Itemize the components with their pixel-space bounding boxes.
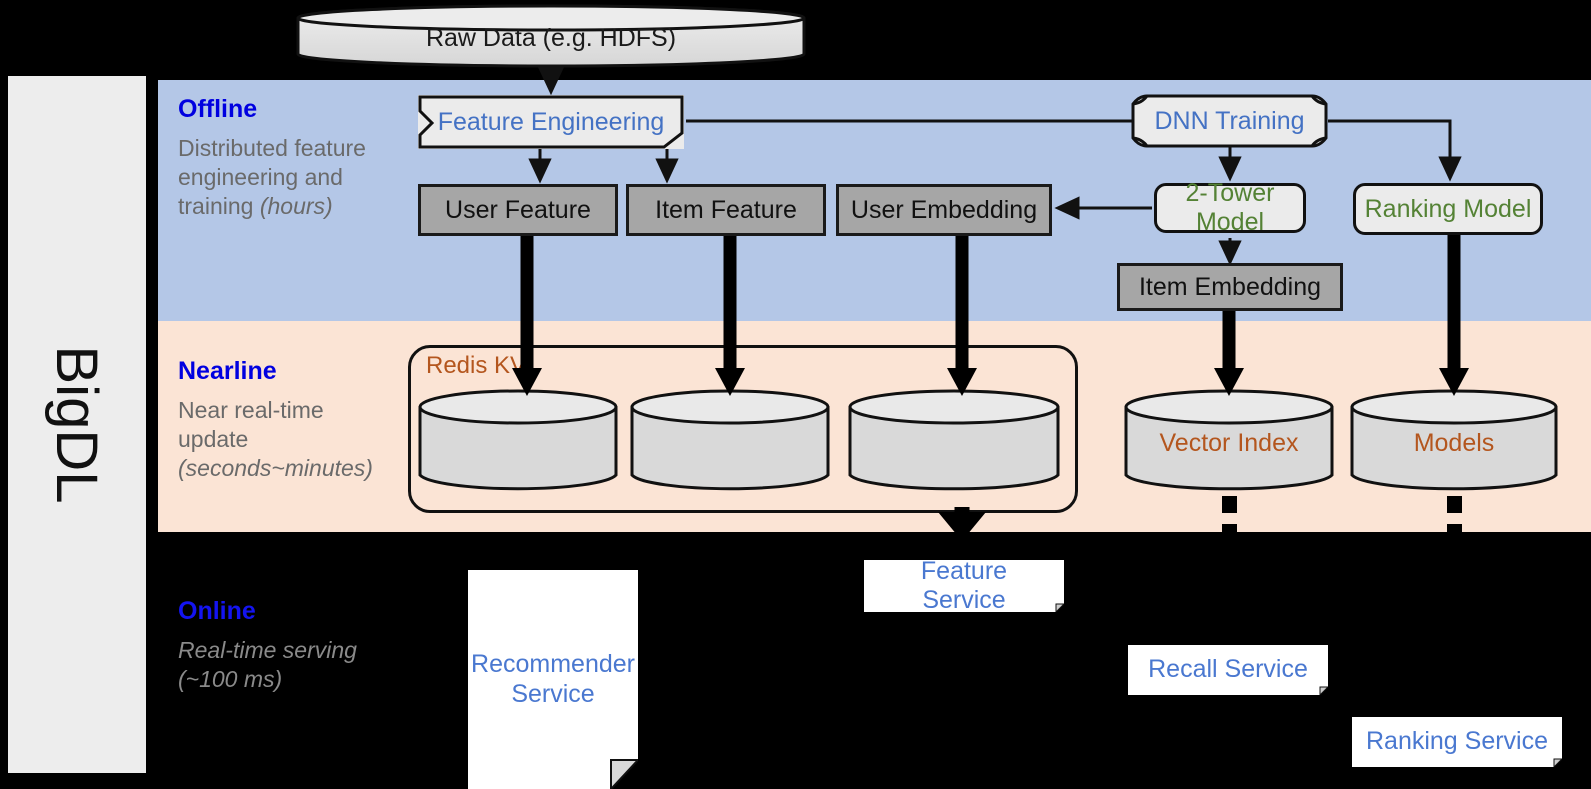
online-subtitle: Real-time serving (~100 ms) <box>178 636 393 694</box>
feature-engineering-label: Feature Engineering <box>437 107 665 136</box>
recommender-service-node[interactable]: Recommender Service <box>468 570 638 789</box>
item-feature-node[interactable]: Item Feature <box>626 184 826 236</box>
redis-cylinder-item-feature[interactable] <box>630 389 830 493</box>
nearline-caption: Nearline Near real-time update (seconds~… <box>178 357 393 484</box>
online-subtitle-em: (~100 ms) <box>178 665 283 692</box>
redis-kv-label: Redis KV <box>426 352 527 379</box>
ranking-model-label: Ranking Model <box>1364 194 1532 223</box>
online-subtitle-main: Real-time serving <box>178 636 357 663</box>
offline-title: Offline <box>178 95 258 123</box>
two-tower-model-node[interactable]: 2-Tower Model <box>1154 179 1306 236</box>
user-feature-node[interactable]: User Feature <box>418 184 618 236</box>
recall-service-node[interactable]: Recall Service <box>1128 645 1328 695</box>
nearline-subtitle-em: (seconds~minutes) <box>178 454 373 481</box>
models-cylinder[interactable]: Models <box>1350 389 1558 493</box>
nearline-title: Nearline <box>178 357 277 385</box>
offline-subtitle: Distributed feature engineering and trai… <box>178 134 393 222</box>
redis-cylinder-user-feature[interactable] <box>418 389 618 493</box>
dnn-training-node[interactable]: DNN Training <box>1131 94 1328 148</box>
bigdl-label: BigDL <box>44 345 110 504</box>
item-embedding-node[interactable]: Item Embedding <box>1117 263 1343 311</box>
nearline-subtitle-main: Near real-time update <box>178 396 324 452</box>
offline-caption: Offline Distributed feature engineering … <box>178 95 393 222</box>
nearline-subtitle: Near real-time update (seconds~minutes) <box>178 396 393 484</box>
item-feature-label: Item Feature <box>655 195 797 224</box>
item-embedding-label: Item Embedding <box>1138 272 1322 301</box>
online-caption: Online Real-time serving (~100 ms) <box>178 597 393 694</box>
offline-subtitle-main: Distributed feature engineering and trai… <box>178 134 366 219</box>
user-feature-label: User Feature <box>445 195 591 224</box>
recall-service-label: Recall Service <box>1148 655 1308 684</box>
feature-engineering-node[interactable]: Feature Engineering <box>418 95 684 149</box>
ranking-model-node[interactable]: Ranking Model <box>1353 183 1543 235</box>
raw-data-cylinder: Raw Data (e.g. HDFS) <box>296 4 806 68</box>
redis-kv-container <box>408 345 1078 513</box>
bigdl-framework-rail: BigDL <box>8 76 146 773</box>
ranking-service-node[interactable]: Ranking Service <box>1352 717 1562 767</box>
offline-subtitle-em: (hours) <box>259 192 333 219</box>
dnn-training-label: DNN Training <box>1154 106 1305 135</box>
feature-service-node[interactable]: Feature Service <box>864 557 1064 614</box>
user-embedding-node[interactable]: User Embedding <box>836 184 1052 236</box>
user-embedding-label: User Embedding <box>850 195 1038 224</box>
ranking-service-label: Ranking Service <box>1365 727 1549 756</box>
feature-service-label: Feature Service <box>920 556 1008 615</box>
online-title: Online <box>178 597 256 625</box>
recommender-service-label: Recommender Service <box>471 650 635 708</box>
two-tower-model-label: 2-Tower Model <box>1185 179 1275 236</box>
redis-cylinder-user-embedding[interactable] <box>848 389 1060 493</box>
vector-index-cylinder[interactable]: Vector Index <box>1124 389 1334 493</box>
